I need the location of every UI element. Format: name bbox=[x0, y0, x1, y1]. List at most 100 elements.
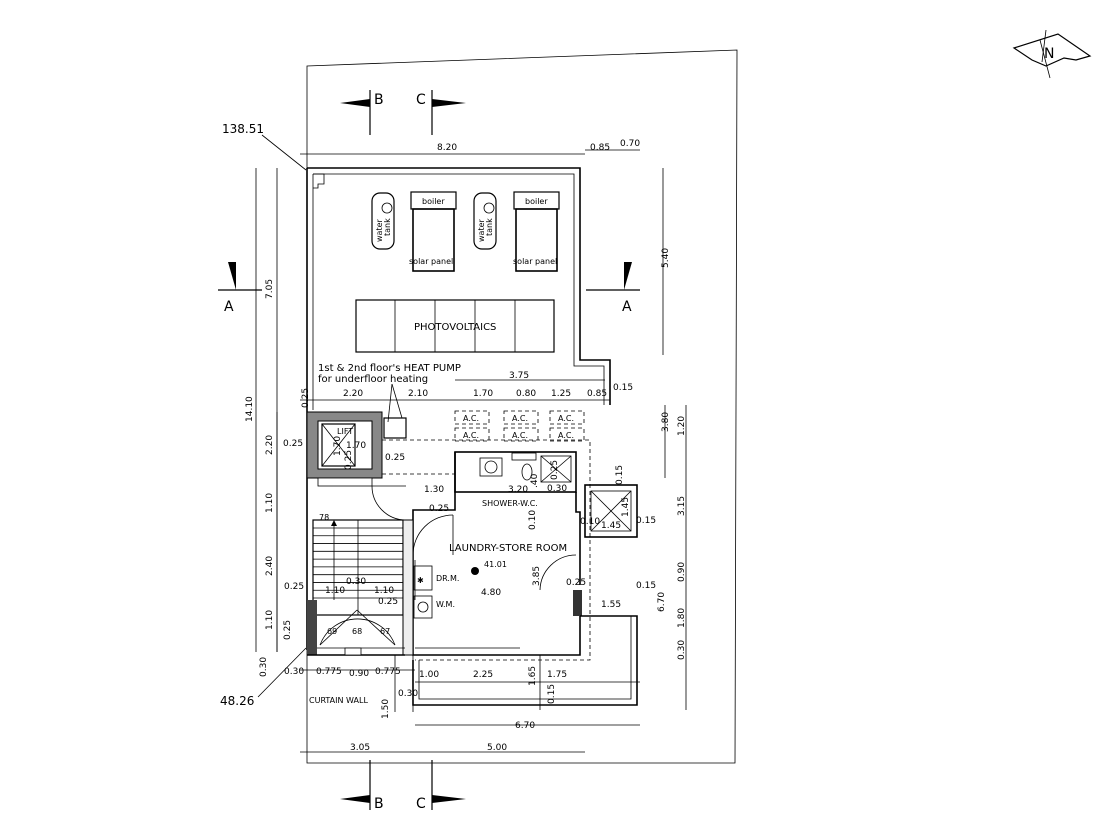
heat-pump-unit bbox=[383, 417, 407, 439]
svg-text:1.70: 1.70 bbox=[346, 441, 366, 451]
svg-text:3.75: 3.75 bbox=[509, 371, 529, 381]
svg-text:boiler: boiler bbox=[422, 197, 445, 206]
svg-text:0.25: 0.25 bbox=[429, 504, 449, 514]
svg-text:0.10: 0.10 bbox=[580, 517, 600, 527]
svg-text:1.70: 1.70 bbox=[473, 389, 493, 399]
ac-units: A.C. A.C. A.C. A.C. A.C. A.C. bbox=[454, 410, 585, 442]
staircase: 78 69 68 67 bbox=[312, 513, 414, 656]
dimension-labels: 8.20 0.85 0.70 5.40 14.10 7.05 0.25 2.20… bbox=[245, 139, 687, 753]
east-projection bbox=[412, 484, 638, 706]
svg-text:2.25: 2.25 bbox=[473, 670, 493, 680]
svg-text:4.80: 4.80 bbox=[481, 588, 501, 598]
laundry-label: LAUNDRY-STORE ROOM bbox=[449, 543, 567, 554]
svg-text:LIFT: LIFT bbox=[337, 427, 353, 436]
svg-text:0.25: 0.25 bbox=[385, 453, 405, 463]
svg-text:6.70: 6.70 bbox=[657, 592, 667, 612]
svg-text:1.50: 1.50 bbox=[381, 699, 391, 719]
svg-text:0.25: 0.25 bbox=[550, 460, 560, 480]
svg-text:3.85: 3.85 bbox=[532, 566, 542, 586]
entrance-walls bbox=[307, 600, 405, 656]
svg-text:67: 67 bbox=[380, 627, 390, 636]
elevation-bottom: 48.26 bbox=[220, 694, 254, 708]
svg-text:6.70: 6.70 bbox=[515, 721, 535, 731]
svg-text:0.25: 0.25 bbox=[283, 439, 303, 449]
svg-text:1.75: 1.75 bbox=[547, 670, 567, 680]
svg-text:0.80: 0.80 bbox=[516, 389, 536, 399]
svg-text:.40: .40 bbox=[530, 473, 540, 488]
heat-pump-note-1: 1st & 2nd floor's HEAT PUMP bbox=[318, 363, 461, 374]
photovoltaics-label: PHOTOVOLTAICS bbox=[414, 322, 496, 333]
svg-text:0.25: 0.25 bbox=[378, 597, 398, 607]
svg-text:C: C bbox=[416, 796, 426, 812]
section-marker-c-bottom: C bbox=[416, 760, 466, 812]
washing-machine bbox=[413, 595, 433, 619]
svg-text:boiler: boiler bbox=[525, 197, 548, 206]
svg-text:1.00: 1.00 bbox=[419, 670, 439, 680]
svg-text:0.25: 0.25 bbox=[344, 450, 354, 470]
svg-text:C: C bbox=[416, 92, 426, 108]
curtain-wall-label: CURTAIN WALL bbox=[309, 696, 368, 705]
svg-text:1.20: 1.20 bbox=[677, 416, 687, 436]
svg-text:1.45: 1.45 bbox=[621, 497, 631, 517]
section-marker-a-left: A bbox=[218, 262, 262, 315]
svg-text:solar panel: solar panel bbox=[409, 257, 453, 266]
svg-text:0.775: 0.775 bbox=[316, 667, 342, 677]
svg-text:0.90: 0.90 bbox=[349, 669, 369, 679]
svg-text:1.10: 1.10 bbox=[374, 586, 394, 596]
section-marker-c-top: C bbox=[416, 90, 466, 135]
svg-text:0.775: 0.775 bbox=[375, 667, 401, 677]
svg-text:2.10: 2.10 bbox=[408, 389, 428, 399]
svg-text:water: water bbox=[375, 218, 384, 242]
svg-text:1.70: 1.70 bbox=[333, 436, 343, 456]
svg-text:1.30: 1.30 bbox=[424, 485, 444, 495]
svg-text:0.90: 0.90 bbox=[677, 562, 687, 582]
svg-text:41.01: 41.01 bbox=[484, 560, 507, 569]
heat-pump-note-2: for underfloor heating bbox=[318, 374, 428, 385]
svg-text:0.15: 0.15 bbox=[613, 383, 633, 393]
svg-text:5.40: 5.40 bbox=[661, 248, 671, 268]
svg-text:0.30: 0.30 bbox=[259, 657, 269, 677]
svg-text:1.55: 1.55 bbox=[601, 600, 621, 610]
svg-text:A.C.: A.C. bbox=[512, 431, 528, 440]
svg-text:0.30: 0.30 bbox=[346, 577, 366, 587]
svg-text:0.30: 0.30 bbox=[284, 667, 304, 677]
svg-text:B: B bbox=[374, 92, 384, 108]
svg-text:8.20: 8.20 bbox=[437, 143, 457, 153]
svg-text:0.30: 0.30 bbox=[547, 484, 567, 494]
svg-text:1.80: 1.80 bbox=[677, 608, 687, 628]
svg-text:tank: tank bbox=[383, 218, 392, 236]
svg-text:78: 78 bbox=[319, 513, 329, 522]
elevation-top: 138.51 bbox=[222, 122, 264, 136]
svg-text:0.25: 0.25 bbox=[301, 388, 311, 408]
site-boundary bbox=[306, 49, 738, 764]
svg-text:0.85: 0.85 bbox=[587, 389, 607, 399]
svg-text:5.00: 5.00 bbox=[487, 743, 507, 753]
svg-text:A: A bbox=[622, 299, 632, 315]
north-arrow-icon: N bbox=[1012, 29, 1092, 79]
svg-text:3.20: 3.20 bbox=[508, 485, 528, 495]
svg-text:2.40: 2.40 bbox=[265, 556, 275, 576]
svg-text:SHOWER-W.C.: SHOWER-W.C. bbox=[482, 499, 538, 508]
section-marker-b-bottom: B bbox=[340, 760, 384, 812]
svg-text:0.15: 0.15 bbox=[547, 684, 557, 704]
svg-text:A: A bbox=[224, 299, 234, 315]
svg-text:0.85: 0.85 bbox=[590, 143, 610, 153]
svg-text:1.65: 1.65 bbox=[528, 666, 538, 686]
svg-text:3.05: 3.05 bbox=[350, 743, 370, 753]
svg-text:A.C.: A.C. bbox=[463, 431, 479, 440]
dr-m-label: DR.M. bbox=[436, 574, 459, 583]
dimension-lines bbox=[255, 149, 687, 753]
svg-text:A.C.: A.C. bbox=[512, 414, 528, 423]
svg-text:14.10: 14.10 bbox=[245, 396, 255, 422]
svg-text:1.25: 1.25 bbox=[551, 389, 571, 399]
svg-text:0.15: 0.15 bbox=[636, 581, 656, 591]
section-marker-b-top: B bbox=[340, 90, 384, 135]
north-label: N bbox=[1044, 46, 1054, 62]
svg-text:7.05: 7.05 bbox=[265, 279, 275, 299]
svg-text:1.45: 1.45 bbox=[601, 521, 621, 531]
svg-text:0.15: 0.15 bbox=[615, 465, 625, 485]
svg-text:B: B bbox=[374, 796, 384, 812]
svg-text:0.25: 0.25 bbox=[283, 620, 293, 640]
svg-text:2.20: 2.20 bbox=[343, 389, 363, 399]
svg-text:0.25: 0.25 bbox=[566, 578, 586, 588]
